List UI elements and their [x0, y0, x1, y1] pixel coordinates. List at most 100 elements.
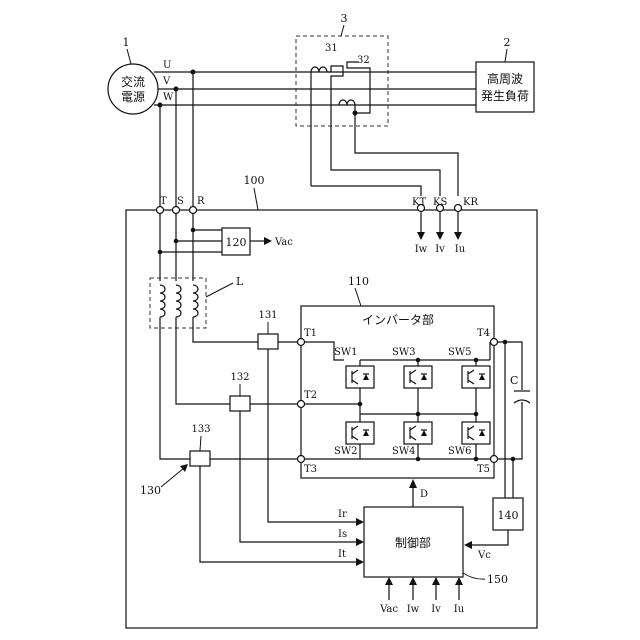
leader-controller: [463, 573, 485, 579]
switch-sw6: [462, 422, 490, 444]
ir-arrow: [356, 518, 364, 526]
ctrl-in-vac-label: Vac: [379, 604, 398, 615]
sw3-label: SW3: [392, 347, 416, 358]
line-t-lower: [160, 317, 190, 459]
ctrl-in-iv-arrow: [432, 577, 440, 585]
iw-arrow: [417, 232, 425, 240]
iw-out-label: Iw: [415, 244, 428, 255]
reactor-coil-t: [160, 285, 165, 317]
current-sensor-132: [230, 396, 250, 411]
ref-reactor: L: [236, 275, 244, 288]
source-label-line2: 電源: [121, 90, 145, 104]
terminal-kr: [455, 205, 462, 212]
current-sensor-131: [258, 334, 278, 349]
leader-load: [505, 49, 507, 62]
leader-reactor: [206, 283, 233, 297]
ct-32-coil: [339, 100, 355, 105]
vd-node-r: [191, 228, 196, 233]
it-line: [200, 466, 356, 562]
ctrl-in-iu-arrow: [455, 577, 463, 585]
ref-sensor-group: 3: [341, 12, 348, 25]
node-u: [191, 70, 196, 75]
iu-arrow: [454, 232, 462, 240]
leader-sensor-group: [341, 25, 344, 36]
high-frequency-load: 高周波 発生負荷: [476, 62, 534, 112]
is-label: Is: [338, 529, 347, 540]
reactor-coil-s: [176, 285, 181, 317]
is-arrow: [356, 538, 364, 546]
ref-source: 1: [123, 36, 130, 49]
terminal-t2: [298, 401, 305, 408]
leader-device: [254, 188, 258, 210]
terminal-t3-label: T3: [304, 464, 317, 475]
terminal-r: [190, 207, 197, 214]
leader-source: [127, 49, 131, 64]
leader-sensor-133: [200, 436, 201, 451]
sw5-label: SW5: [448, 347, 472, 358]
terminal-t4: [491, 339, 498, 346]
inverter-label: インバータ部: [362, 312, 434, 327]
terminal-ks-label: KS: [433, 197, 447, 208]
reactor-coil-r: [193, 285, 198, 317]
ref-load: 2: [504, 36, 511, 49]
ct-32-to-kr: [355, 113, 458, 196]
line-r-lower: [193, 317, 258, 342]
controller-label: 制御部: [395, 535, 431, 550]
vd-node-t: [158, 250, 163, 255]
terminal-kt-label: KT: [412, 197, 426, 208]
terminal-t4-label: T4: [477, 328, 490, 339]
iu-out-label: Iu: [455, 244, 466, 255]
current-sensor-group: [296, 36, 388, 126]
source-label-line1: 交流: [121, 74, 145, 89]
drive-arrow: [409, 479, 417, 488]
vc-line: [470, 530, 508, 545]
node-top-2: [416, 358, 421, 363]
terminal-t1-label: T1: [304, 328, 317, 339]
ct-31-coil: [311, 67, 327, 72]
switch-sw4: [404, 422, 432, 444]
leader-inverter: [355, 288, 361, 306]
ctrl-in-iw-label: Iw: [407, 604, 420, 615]
node-leg1-mid: [358, 402, 363, 407]
ir-line: [268, 349, 356, 522]
node-bot-2: [416, 457, 421, 462]
sw4-label: SW4: [392, 446, 416, 457]
ctrl-in-iw-arrow: [409, 577, 417, 585]
switch-sw2: [346, 422, 374, 444]
line-s-lower: [176, 317, 230, 404]
ref-voltage-detector: 120: [226, 236, 247, 249]
ref-sensor-133: 133: [191, 424, 210, 435]
ref-controller: 150: [487, 573, 508, 586]
iv-arrow: [436, 232, 444, 240]
ref-cap-detector: 140: [498, 509, 519, 522]
terminal-t5: [491, 456, 498, 463]
phase-u-label: U: [163, 60, 171, 71]
ref-capacitor: C: [510, 374, 518, 387]
device-frame: [126, 210, 537, 628]
node-top-3: [474, 358, 479, 363]
drive-label: D: [420, 489, 428, 500]
ref-sensor-132: 132: [230, 372, 249, 383]
terminal-t3: [298, 456, 305, 463]
phase-v-label: V: [162, 76, 171, 87]
vc-arrow: [464, 541, 472, 549]
terminal-t5-label: T5: [477, 464, 490, 475]
sw2-label: SW2: [334, 446, 358, 457]
ref-sensor-131: 131: [258, 310, 277, 321]
vd-node-s: [174, 239, 179, 244]
node-leg3-mid: [474, 412, 479, 417]
leader-current-group: [161, 468, 184, 487]
vac-out-label: Vac: [274, 237, 293, 248]
cap-bottom-lead: [498, 402, 522, 459]
ct-to-kt: [311, 186, 421, 196]
ref-ct-31: 31: [325, 43, 338, 54]
ctrl-in-iu-label: Iu: [454, 604, 465, 615]
iv-out-label: Iv: [435, 244, 445, 255]
ref-ct-32: 32: [357, 55, 370, 66]
terminal-s-label: S: [177, 196, 184, 207]
ref-device: 100: [244, 174, 265, 187]
ctrl-in-iv-label: Iv: [431, 604, 441, 615]
node-w: [158, 103, 163, 108]
it-arrow: [356, 558, 364, 566]
